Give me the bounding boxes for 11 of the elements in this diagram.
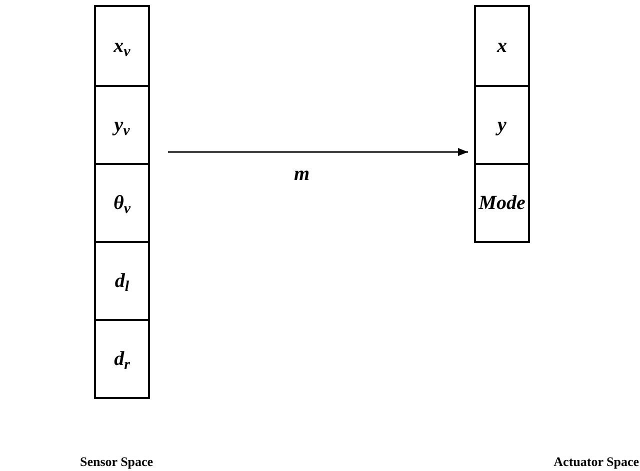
space-caption: Actuator Space	[554, 453, 639, 471]
stack-cell: θ$_{v}$	[96, 163, 148, 241]
arrow	[168, 148, 468, 156]
space-caption: Sensor Space	[80, 453, 154, 471]
stack-cell: d$_{r}$	[96, 319, 148, 397]
stack-cell: x	[476, 7, 528, 85]
stack-cell: y	[476, 85, 528, 163]
stack-cell: Mode	[476, 163, 528, 241]
stack-cell: d$_{l}$	[96, 241, 148, 319]
stack-cell: x$_{v}$	[96, 7, 148, 85]
stack-cell: y$_{v}$	[96, 85, 148, 163]
